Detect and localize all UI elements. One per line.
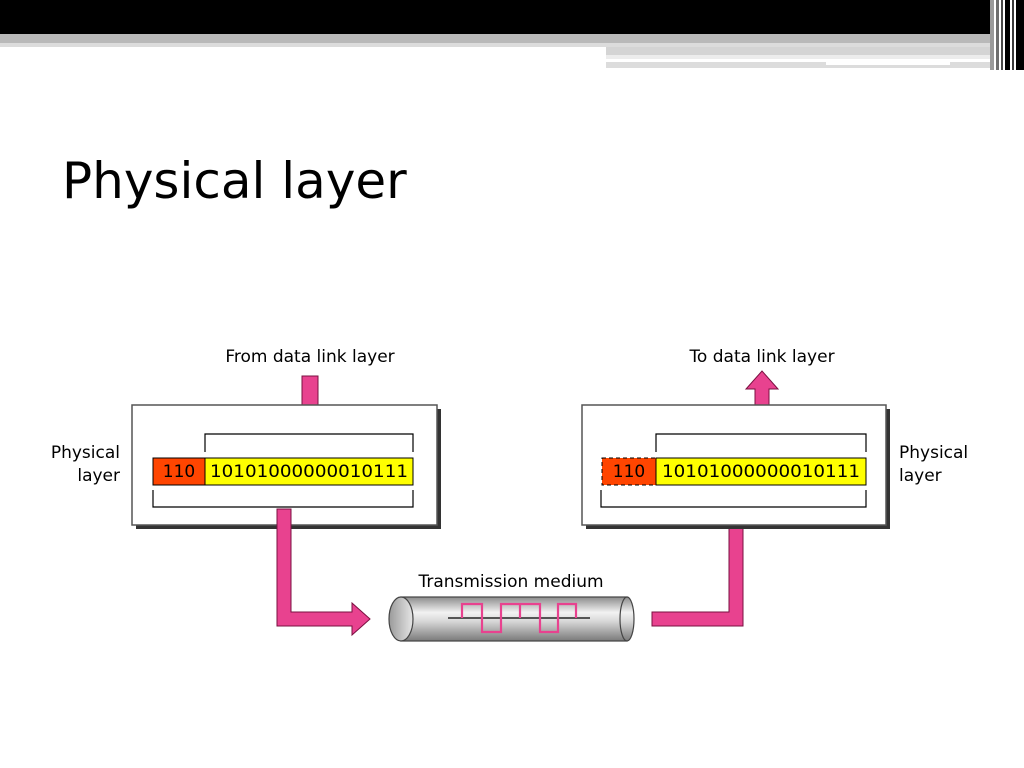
slide-title: Physical layer xyxy=(62,152,407,210)
receiver-data-bits: 10101000000010111 xyxy=(662,462,860,482)
receiver-output-label: To data link layer xyxy=(688,347,834,367)
medium-cable-right-end xyxy=(619,596,635,642)
top-decorative-band xyxy=(0,0,1024,70)
sender-header-bits: 110 xyxy=(163,462,195,482)
sender-bottom-bracket xyxy=(152,490,414,508)
transmission-medium: Transmission medium xyxy=(388,572,635,642)
receiver-header-bits: 110 xyxy=(613,462,645,482)
receiver-side-label-line1: Physical xyxy=(899,443,968,463)
receiver-physical-layer: To data link layer 110 10101000000010111… xyxy=(581,347,968,529)
sender-input-label: From data link layer xyxy=(225,347,394,367)
receiver-bottom-bracket xyxy=(600,490,867,508)
sender-header-cell xyxy=(152,457,206,486)
digital-signal-waveform xyxy=(460,602,578,634)
receiver-top-bracket xyxy=(655,433,867,452)
sender-top-bracket xyxy=(204,433,414,452)
sender-data-cell xyxy=(204,457,414,486)
sender-side-label-line2: layer xyxy=(77,466,120,486)
sender-side-label-line1: Physical xyxy=(51,443,120,463)
receiver-side-label-line2: layer xyxy=(899,466,942,486)
medium-cable-left-end xyxy=(388,596,414,642)
sender-data-bits: 10101000000010111 xyxy=(210,462,408,482)
receiver-data-cell xyxy=(655,457,867,486)
arrow-sender-to-medium xyxy=(276,508,371,637)
sender-physical-layer: From data link layer 110 101010000000101… xyxy=(51,347,441,529)
medium-label: Transmission medium xyxy=(417,572,603,592)
receiver-header-cell xyxy=(601,457,657,486)
